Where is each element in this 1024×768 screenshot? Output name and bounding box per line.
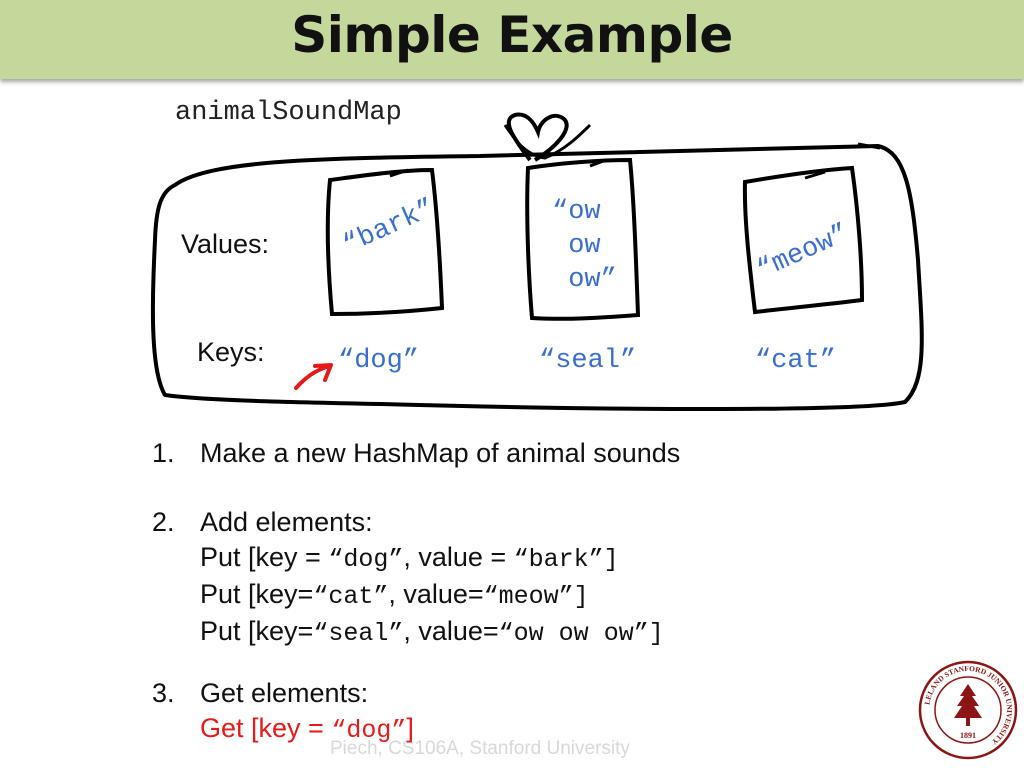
keys-label: Keys: [197,337,265,367]
step-2-body: Add elements: Put [key = “dog”, value = … [200,505,664,651]
map-variable-name: animalSoundMap [175,98,402,128]
seal-year: 1891 [960,731,976,740]
value-ow-ow-ow: “ow ow ow” [552,197,617,295]
step-3-heading: Get elements: [200,678,369,708]
get-line-dog: Get [key = “dog”] [200,713,414,745]
heart-doodle [506,112,569,162]
title-bar: Simple Example [0,0,1024,79]
step-2-number: 2. [152,507,175,537]
footer-credit: Piech, CS106A, Stanford University [330,738,630,759]
put-line-dog: Put [key = “dog”, value = “bark”] [200,542,619,574]
key-cat: “cat” [755,346,837,376]
step-2-heading: Add elements: [200,507,373,537]
values-label: Values: [181,229,270,259]
put-line-cat: Put [key=“cat”, value=“meow”] [200,579,589,611]
stanford-seal-icon: LELAND STANFORD JUNIOR UNIVERSITY 1891 [918,660,1018,760]
key-seal: “seal” [539,346,637,376]
step-1-text: Make a new HashMap of animal sounds [200,438,681,468]
key-dog: “dog” [338,346,420,376]
value-card-2 [525,157,641,321]
put-line-seal: Put [key=“seal”, value=“ow ow ow”] [200,616,664,648]
red-arrow [294,363,333,390]
step-1-number: 1. [152,438,175,468]
slide-title: Simple Example [291,6,733,64]
value-card-3 [742,165,865,315]
step-3-number: 3. [152,678,175,708]
step-3-body: Get elements: Get [key = “dog”] [200,676,414,748]
